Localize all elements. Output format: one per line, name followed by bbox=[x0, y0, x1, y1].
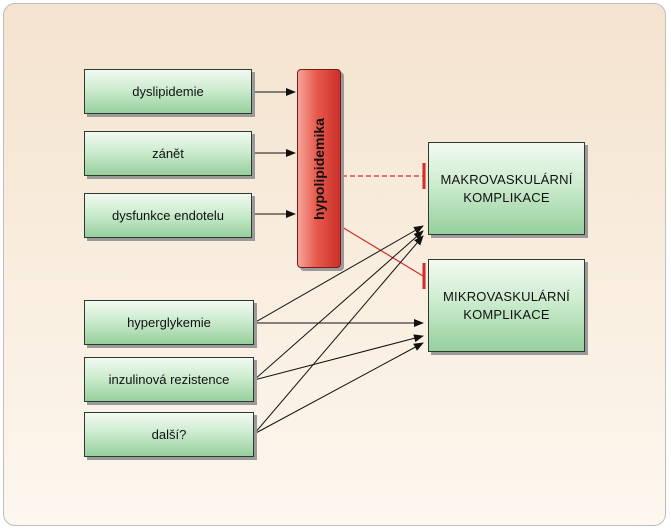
node-label: hyperglykemie bbox=[127, 315, 211, 330]
node-label-line2: KOMPLIKACE bbox=[463, 189, 550, 205]
drug-label: hypolipidemika bbox=[311, 117, 327, 220]
arrow-hyperglykemie-makro bbox=[253, 225, 424, 324]
arrow-dalsi-mikro bbox=[253, 342, 424, 435]
arrow-inzulinova-mikro bbox=[253, 334, 424, 381]
node-label: inzulinová rezistence bbox=[108, 372, 230, 387]
node-dysfunkce-endotelu: dysfunkce endotelu bbox=[84, 193, 252, 238]
node-label-line1: MIKROVASKULÁRNÍ bbox=[442, 288, 570, 304]
node-zanet: zánět bbox=[84, 131, 252, 176]
node-label: dyslipidemie bbox=[132, 84, 204, 99]
node-label-line2: KOMPLIKACE bbox=[463, 306, 550, 322]
node-label: další? bbox=[151, 427, 187, 442]
node-inzulinova-rezistence: inzulinová rezistence bbox=[84, 357, 254, 402]
node-hyperglykemie: hyperglykemie bbox=[84, 300, 254, 345]
node-label: dysfunkce endotelu bbox=[111, 208, 225, 223]
node-dyslipidemie: dyslipidemie bbox=[84, 69, 252, 114]
arrow-inzulinova-makro bbox=[253, 230, 424, 381]
node-hypolipidemika: hypolipidemika bbox=[297, 69, 341, 268]
node-dalsi: další? bbox=[84, 412, 254, 457]
inhibit-mikro-line bbox=[341, 226, 424, 277]
node-makrovaskularni: MAKROVASKULÁRNÍ KOMPLIKACE bbox=[428, 142, 585, 235]
node-mikrovaskularni: MIKROVASKULÁRNÍ KOMPLIKACE bbox=[428, 259, 585, 352]
node-label: zánět bbox=[152, 146, 184, 161]
node-label-line1: MAKROVASKULÁRNÍ bbox=[440, 171, 573, 187]
arrow-dalsi-makro bbox=[253, 235, 424, 435]
